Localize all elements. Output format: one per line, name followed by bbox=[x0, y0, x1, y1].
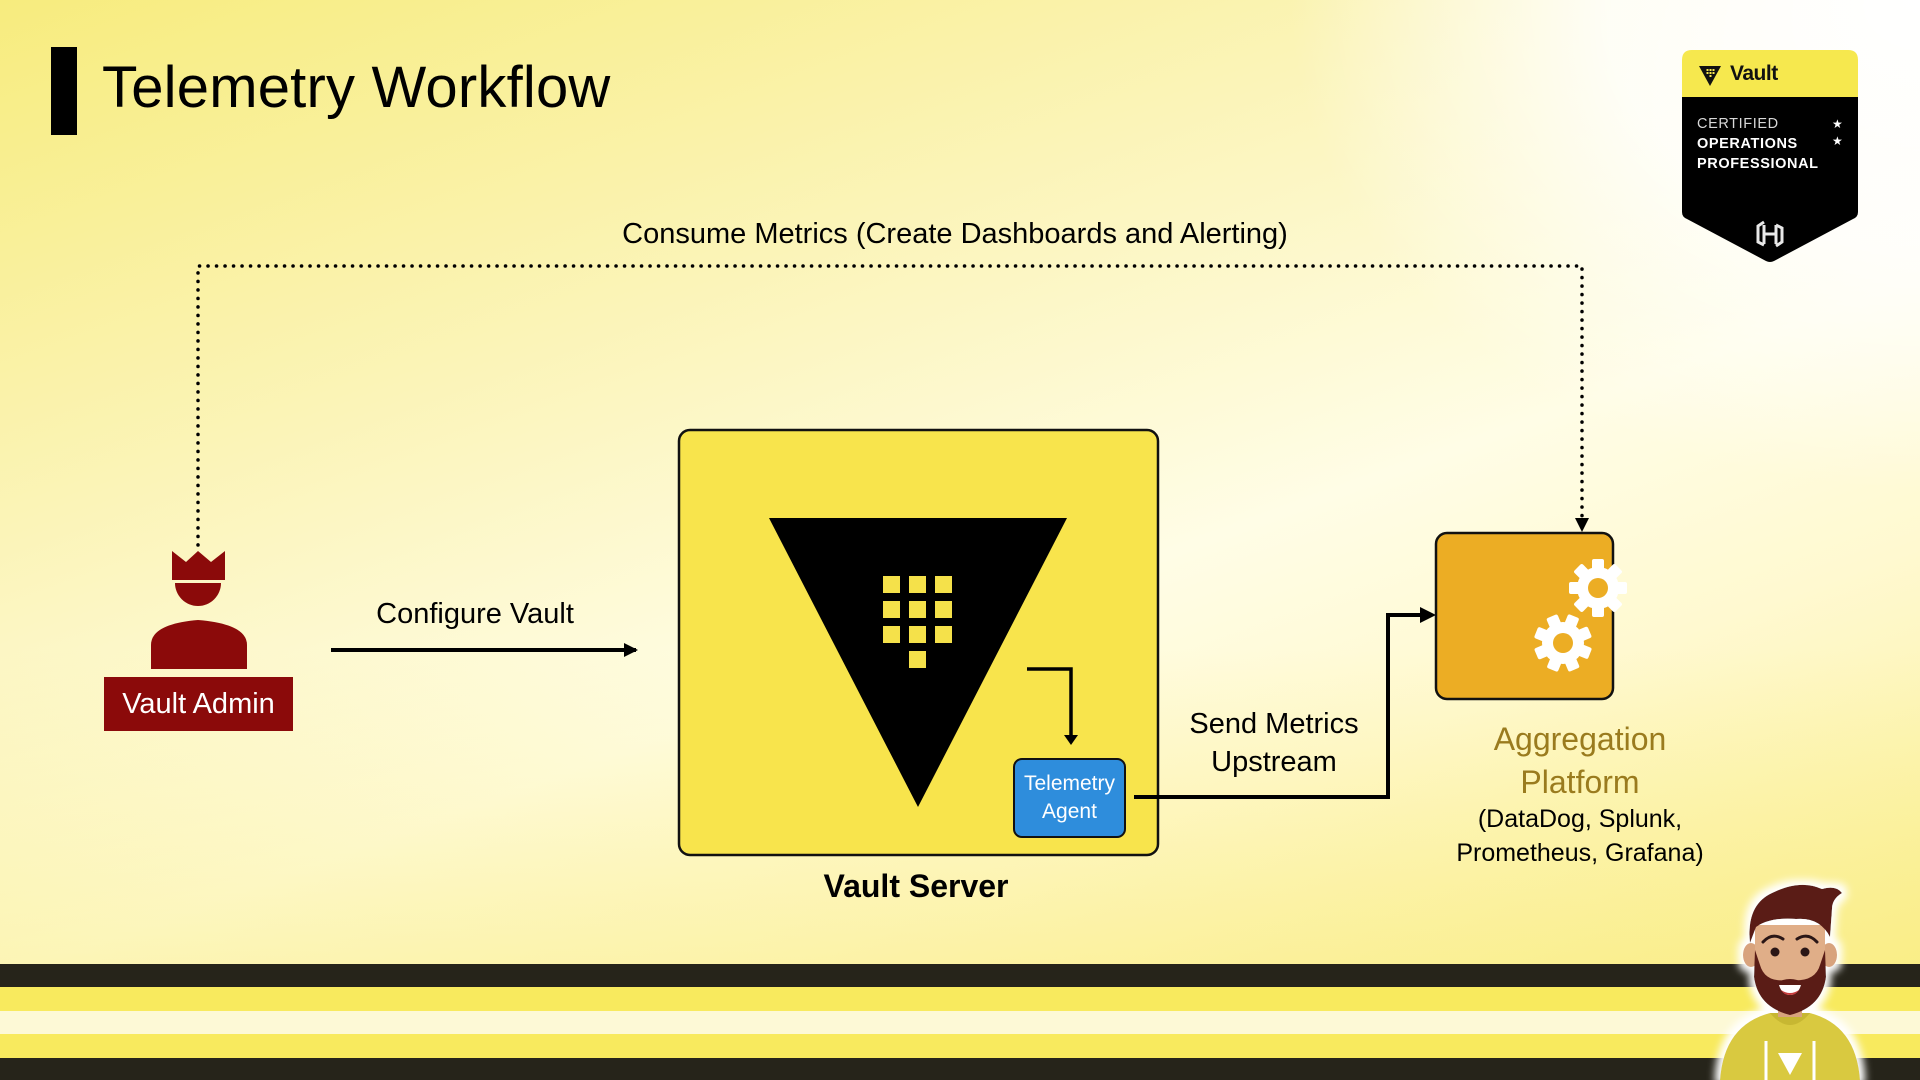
consume-metrics-arrowhead bbox=[1575, 518, 1589, 532]
internal-metrics-arrow bbox=[1027, 667, 1073, 738]
admin-king-icon bbox=[151, 551, 247, 669]
presenter-avatar-icon bbox=[1720, 884, 1860, 1080]
send-metrics-arrow bbox=[1134, 613, 1422, 799]
send-metrics-label-line1: Send Metrics bbox=[1189, 708, 1359, 740]
vault-server-label: Vault Server bbox=[823, 868, 1009, 904]
aggregation-tools-line2: Prometheus, Grafana) bbox=[1456, 839, 1704, 867]
badge-line-certified: CERTIFIED bbox=[1697, 116, 1779, 132]
title-accent-bar bbox=[51, 47, 77, 135]
badge-vault-logo-icon bbox=[1699, 66, 1721, 86]
configure-vault-label: Configure Vault bbox=[376, 598, 574, 630]
send-metrics-arrowhead bbox=[1420, 607, 1436, 623]
slide-title: Telemetry Workflow bbox=[102, 55, 611, 120]
send-metrics-label: Send Metrics Upstream bbox=[1160, 705, 1388, 781]
badge-star-icon: ★ bbox=[1832, 117, 1843, 131]
telemetry-agent-box: Telemetry Agent bbox=[1013, 758, 1126, 838]
send-metrics-label-line2: Upstream bbox=[1211, 746, 1337, 778]
aggregation-platform-box bbox=[1434, 531, 1615, 701]
aggregation-platform-title: Aggregation Platform bbox=[1410, 718, 1750, 804]
aggregation-title-line2: Platform bbox=[1520, 764, 1640, 800]
footer-stripe-dark-2 bbox=[0, 1058, 1920, 1080]
aggregation-title-line1: Aggregation bbox=[1493, 721, 1667, 757]
badge-star-icon: ★ bbox=[1832, 134, 1843, 148]
consume-metrics-label: Consume Metrics (Create Dashboards and A… bbox=[622, 218, 1288, 250]
footer-stripe-cream bbox=[0, 1011, 1920, 1034]
badge-brand: Vault bbox=[1730, 62, 1778, 85]
gears-icon bbox=[1534, 559, 1627, 672]
vault-logo-icon bbox=[769, 518, 1067, 807]
footer-stripe-dark-1 bbox=[0, 964, 1920, 987]
footer-stripe-yellow-1 bbox=[0, 987, 1920, 1011]
telemetry-agent-line1: Telemetry bbox=[1023, 772, 1116, 795]
hashicorp-logo-icon bbox=[1756, 220, 1784, 248]
certification-badge bbox=[1682, 50, 1858, 262]
badge-line-professional: PROFESSIONAL bbox=[1697, 156, 1819, 172]
vault-admin-label: Vault Admin bbox=[104, 677, 293, 731]
badge-line-operations: OPERATIONS bbox=[1697, 136, 1798, 152]
internal-metrics-arrowhead bbox=[1064, 735, 1078, 745]
footer-stripe-yellow-2 bbox=[0, 1034, 1920, 1058]
telemetry-agent-line2: Agent bbox=[1042, 800, 1097, 823]
aggregation-tools-line1: (DataDog, Splunk, bbox=[1477, 805, 1683, 833]
aggregation-tools-list: (DataDog, Splunk, Prometheus, Grafana) bbox=[1410, 802, 1750, 870]
